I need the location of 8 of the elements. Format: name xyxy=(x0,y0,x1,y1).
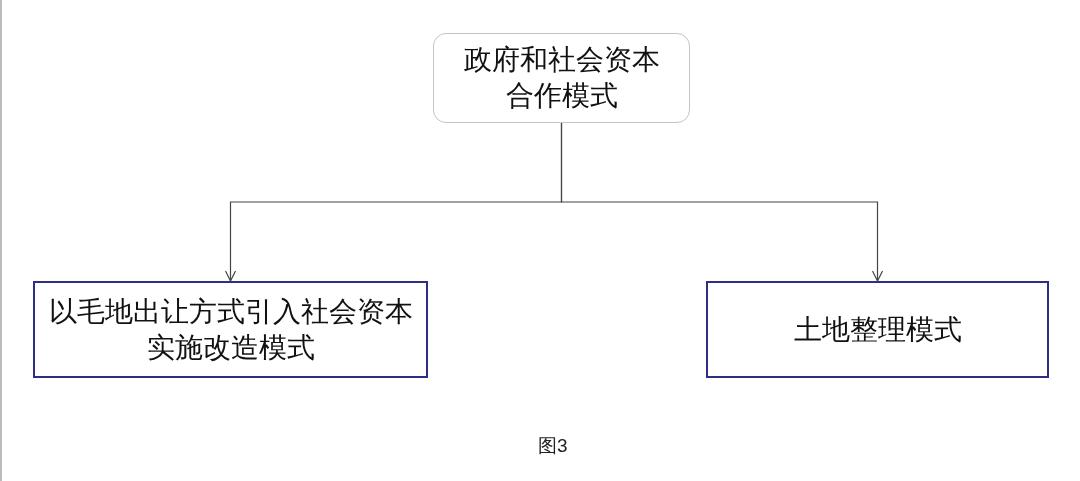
figure-caption: 图3 xyxy=(538,434,568,458)
process-box xyxy=(33,281,428,378)
node-label: 政府和社会资本合作模式 xyxy=(462,42,661,114)
rounded-box xyxy=(433,33,690,123)
node-label: 以毛地出让方式引入社会资本实施改造模式 xyxy=(47,293,414,366)
node-label: 土地整理模式 xyxy=(793,311,962,348)
arrow xyxy=(560,122,884,282)
process-box xyxy=(706,281,1049,378)
